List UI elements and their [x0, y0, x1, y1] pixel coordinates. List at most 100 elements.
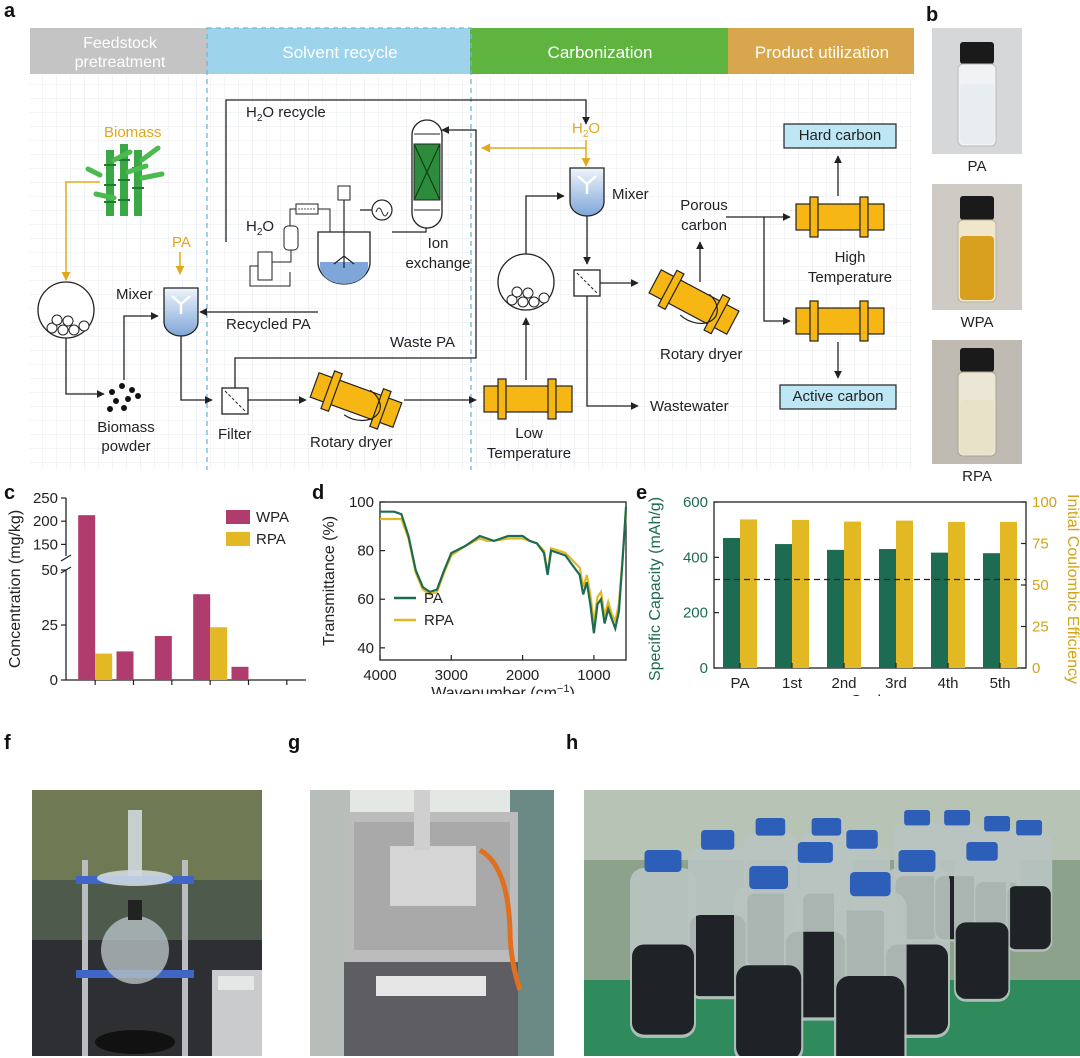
chart-e-bar-ice-5th	[1000, 521, 1017, 668]
label-ion-line1: Ion	[427, 235, 449, 252]
label-hard-carbon: Hard carbon	[798, 127, 882, 144]
label-rotary-dryer-left: Rotary dryer	[310, 434, 393, 451]
stage-label-1b: pretreatment	[75, 54, 166, 71]
ion-exchange-column	[411, 119, 443, 229]
solvent-region	[206, 27, 472, 470]
vial-label-pa: PA	[967, 158, 987, 175]
chart-d-x-label: Wavenumber (cm−1)	[431, 683, 575, 694]
stage-carbonization	[470, 28, 728, 74]
label-rotary-dryer-right: Rotary dryer	[660, 346, 743, 363]
chart-c-x-tick-label: K	[90, 689, 100, 692]
panel-label-g: g	[288, 732, 301, 754]
label-filter: Filter	[218, 426, 252, 443]
chart-e-y-right-tick-label: 100	[1032, 494, 1057, 511]
bottle-contents	[689, 915, 746, 997]
bottle-cap	[811, 818, 842, 836]
chart-c-bar-wpa-mn	[231, 666, 249, 680]
chart-e-y-right-label: Initial Coulombic Efficiency	[1064, 494, 1080, 684]
vial-label-rpa: RPA	[962, 468, 992, 485]
bamboo-icon	[85, 144, 165, 216]
h2o-recycle-rest: O recycle	[262, 104, 326, 121]
chart-e-x-tick-label: 5th	[990, 675, 1011, 692]
hard-carbon-box	[783, 123, 897, 149]
chart-e-x-tick-label: 4th	[938, 675, 959, 692]
chart-e-y-right-tick-label: 50	[1032, 577, 1049, 594]
chart-e-bar-ice-3rd	[896, 520, 913, 668]
chart-e-x-tick-label: 1st	[782, 675, 803, 692]
bottle-cap	[846, 830, 878, 849]
label-h2o-recycle: H2O recycle	[246, 104, 326, 124]
chart-c-y-tick-label: 50	[41, 562, 58, 579]
chart-c-x-tick-label: Ca	[124, 689, 144, 692]
stage-label-1a: Feedstock	[83, 35, 158, 52]
label-mixer-left: Mixer	[116, 286, 153, 303]
chart-e-bar-capacity-pa	[723, 537, 740, 668]
label-wastewater: Wastewater	[650, 398, 729, 415]
bottle-cap	[966, 842, 998, 861]
chart-e-frame	[713, 501, 1027, 669]
bottle-contents	[1007, 886, 1051, 950]
chart-d-x-tick-label: 3000	[435, 667, 468, 684]
furnace-high-bottom-icon	[795, 300, 885, 342]
label-low-line2: Temperature	[486, 445, 572, 462]
chart-d-y-tick-label: 100	[349, 494, 374, 511]
chart-e-x-tick-label: PA	[731, 675, 750, 692]
mixer-left-icon	[163, 287, 199, 337]
reactor-vessel-icon	[317, 185, 371, 285]
bottle-contents	[836, 975, 905, 1056]
chart-c-y-tick-label: 25	[41, 617, 58, 634]
h2o-recycle-h: H	[246, 104, 257, 121]
chart-d-line-rpa	[380, 511, 628, 625]
label-biomass-powder: Biomass powder	[90, 418, 162, 456]
label-ion-exchange: Ion exchange	[398, 234, 478, 274]
panel-label-h: h	[566, 732, 579, 754]
label-high-temperature: High Temperature	[800, 248, 900, 288]
label-active-carbon: Active carbon	[792, 388, 884, 405]
chart-c-element-concentration: 02550150200250KCaMgFeMnZnConcentration (…	[7, 490, 306, 692]
label-pa-in: PA	[172, 234, 191, 251]
chart-c-legend-swatch-rpa	[226, 532, 250, 546]
label-ion-line2: exchange	[405, 255, 471, 272]
chart-c-bar-wpa-fe	[193, 594, 211, 680]
chart-d-line-pa	[380, 506, 628, 634]
active-carbon-box	[779, 384, 897, 410]
label-h2o-right: H2O	[572, 120, 600, 140]
chart-c-x-tick-label: Mg	[161, 689, 182, 692]
label-high-line1: High	[834, 249, 866, 266]
chart-e-bar-ice-1st	[792, 519, 809, 668]
chart-e-bar-capacity-4th	[931, 552, 948, 668]
mixer-right-icon	[569, 167, 605, 217]
chart-d-legend-label-pa: PA	[424, 590, 443, 607]
condenser-icon	[249, 203, 331, 287]
rotary-dryer-left-icon	[309, 370, 403, 430]
chart-c-y-tick-label: 0	[50, 672, 58, 689]
chart-e-y-right-tick-label: 0	[1032, 660, 1040, 677]
chart-d-x-tick-label: 4000	[363, 667, 396, 684]
label-biomass-powder-line1: Biomass	[97, 419, 155, 436]
stage-feedstock	[30, 28, 208, 74]
stage-product	[728, 28, 914, 74]
chart-c-bar-rpa-fe	[210, 627, 228, 680]
label-biomass: Biomass	[104, 124, 162, 141]
chart-e-x-tick-label: 3rd	[885, 675, 907, 692]
chart-e-bar-capacity-3rd	[879, 549, 896, 668]
stage-label-3: Carbonization	[548, 43, 653, 62]
bottle-cap	[797, 842, 833, 863]
furnace-low-icon	[483, 378, 573, 420]
label-high-line2: Temperature	[807, 269, 893, 286]
chart-d-legend-label-rpa: RPA	[424, 612, 454, 629]
vial-label-wpa: WPA	[960, 314, 994, 331]
photo-reactor	[32, 790, 262, 1056]
h2o-right-o: O	[588, 120, 601, 137]
h2o-right-sub: 2	[582, 129, 589, 140]
stage-solvent	[208, 28, 470, 74]
stage-label-4: Product utilization	[755, 43, 889, 62]
bottle-contents	[632, 944, 694, 1035]
h2o-left-o: O	[262, 218, 275, 235]
panel-label-a: a	[4, 0, 16, 22]
chart-e-y-left-label: Specific Capacity (mAh/g)	[647, 497, 664, 681]
bottle-contents	[736, 965, 802, 1056]
chart-e-bar-capacity-5th	[983, 553, 1000, 668]
chart-d-x-tick-label: 1000	[577, 667, 610, 684]
